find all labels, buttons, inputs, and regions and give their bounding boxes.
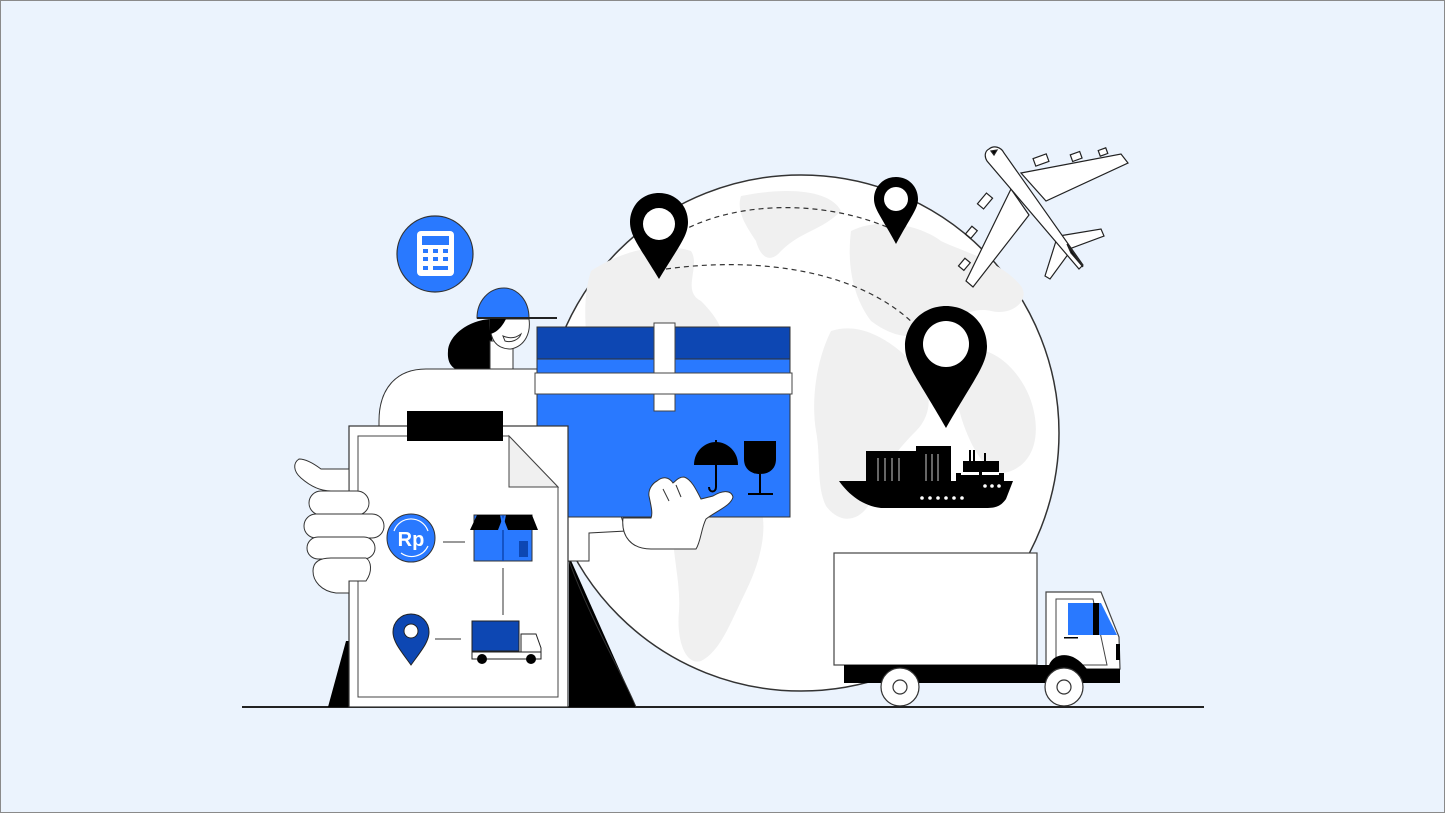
map-pin-icon xyxy=(874,177,918,244)
route-line xyxy=(665,207,897,242)
rupiah-label: Rp xyxy=(398,529,425,551)
clipboard-clip xyxy=(407,411,503,441)
map-pin-icon xyxy=(392,613,430,666)
route-line xyxy=(665,264,917,327)
cargo-ship-icon xyxy=(839,446,1013,508)
airplane-icon xyxy=(957,146,1129,288)
wine-glass-fragile-icon xyxy=(744,441,776,495)
delivery-truck-icon xyxy=(471,620,542,664)
package-box-icon xyxy=(534,322,793,518)
right-hand xyxy=(622,476,734,550)
map-pin-icon xyxy=(630,193,688,279)
rupiah-coin-icon: Rp xyxy=(386,513,436,563)
delivery-truck-icon xyxy=(833,552,1121,707)
map-pin-icon xyxy=(905,306,987,428)
delivery-document: Rp xyxy=(348,411,569,708)
left-hand xyxy=(294,458,385,594)
open-box-icon xyxy=(470,514,538,562)
umbrella-keep-dry-icon xyxy=(694,440,738,493)
calculator-icon xyxy=(396,215,474,293)
